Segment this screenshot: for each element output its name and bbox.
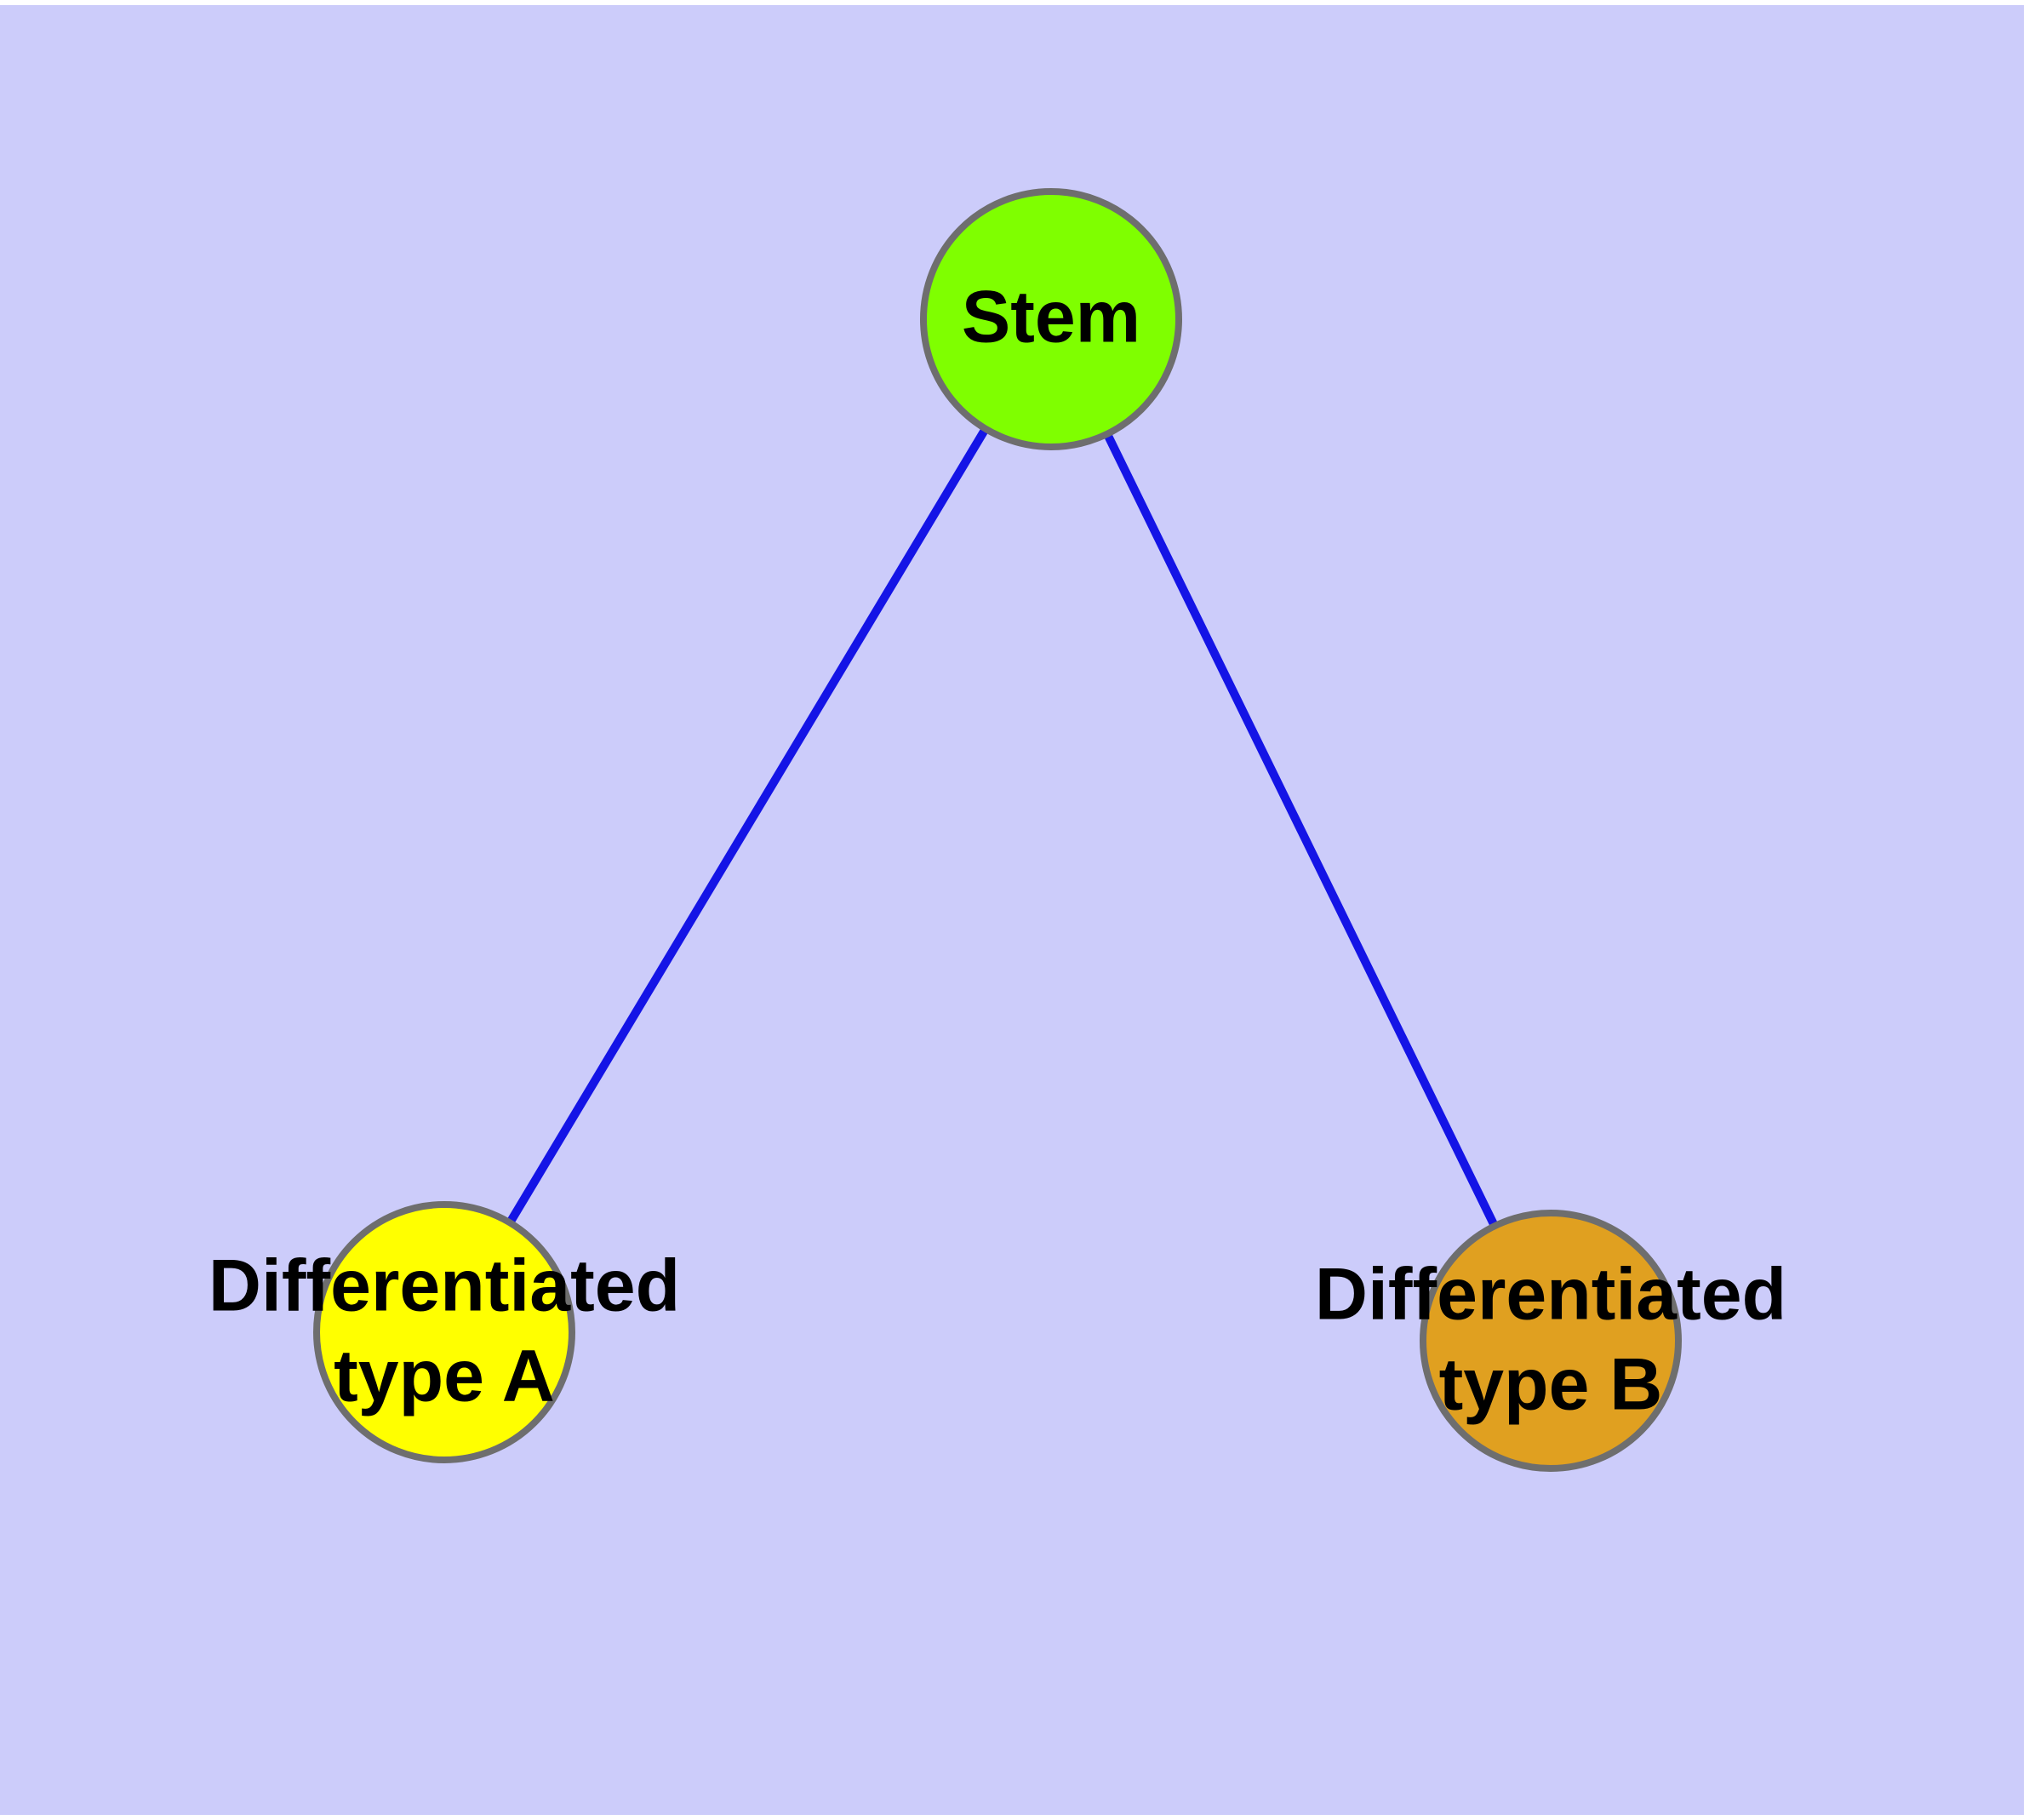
edge-stem-to-differentiated-type-b[interactable] [1047,317,1555,1343]
node-circle-differentiated-type-a[interactable] [313,1201,575,1463]
node-label-differentiated-type-a-line2: type A [334,1336,555,1417]
node-label-differentiated-type-b-line1: Differentiated [1315,1254,1786,1336]
nodes-layer: Differentiated type A Differentiated typ… [209,188,1786,1472]
node-differentiated-type-b[interactable]: Differentiated type B [1315,1210,1786,1472]
graph-plot-area: Differentiated type A Differentiated typ… [0,5,2024,1815]
node-label-stem: Stem [962,277,1140,358]
node-differentiated-type-a[interactable]: Differentiated type A [209,1201,680,1463]
node-link-graph: Differentiated type A Differentiated typ… [209,188,1786,1472]
edges-layer [440,317,1555,1343]
node-label-differentiated-type-a-line1: Differentiated [209,1245,680,1327]
edge-stem-to-differentiated-type-a[interactable] [440,317,1055,1335]
node-label-differentiated-type-b-line2: type B [1439,1344,1663,1426]
node-circle-differentiated-type-b[interactable] [1420,1210,1682,1472]
node-stem[interactable]: Stem [920,188,1182,450]
node-circle-stem[interactable] [920,188,1182,450]
